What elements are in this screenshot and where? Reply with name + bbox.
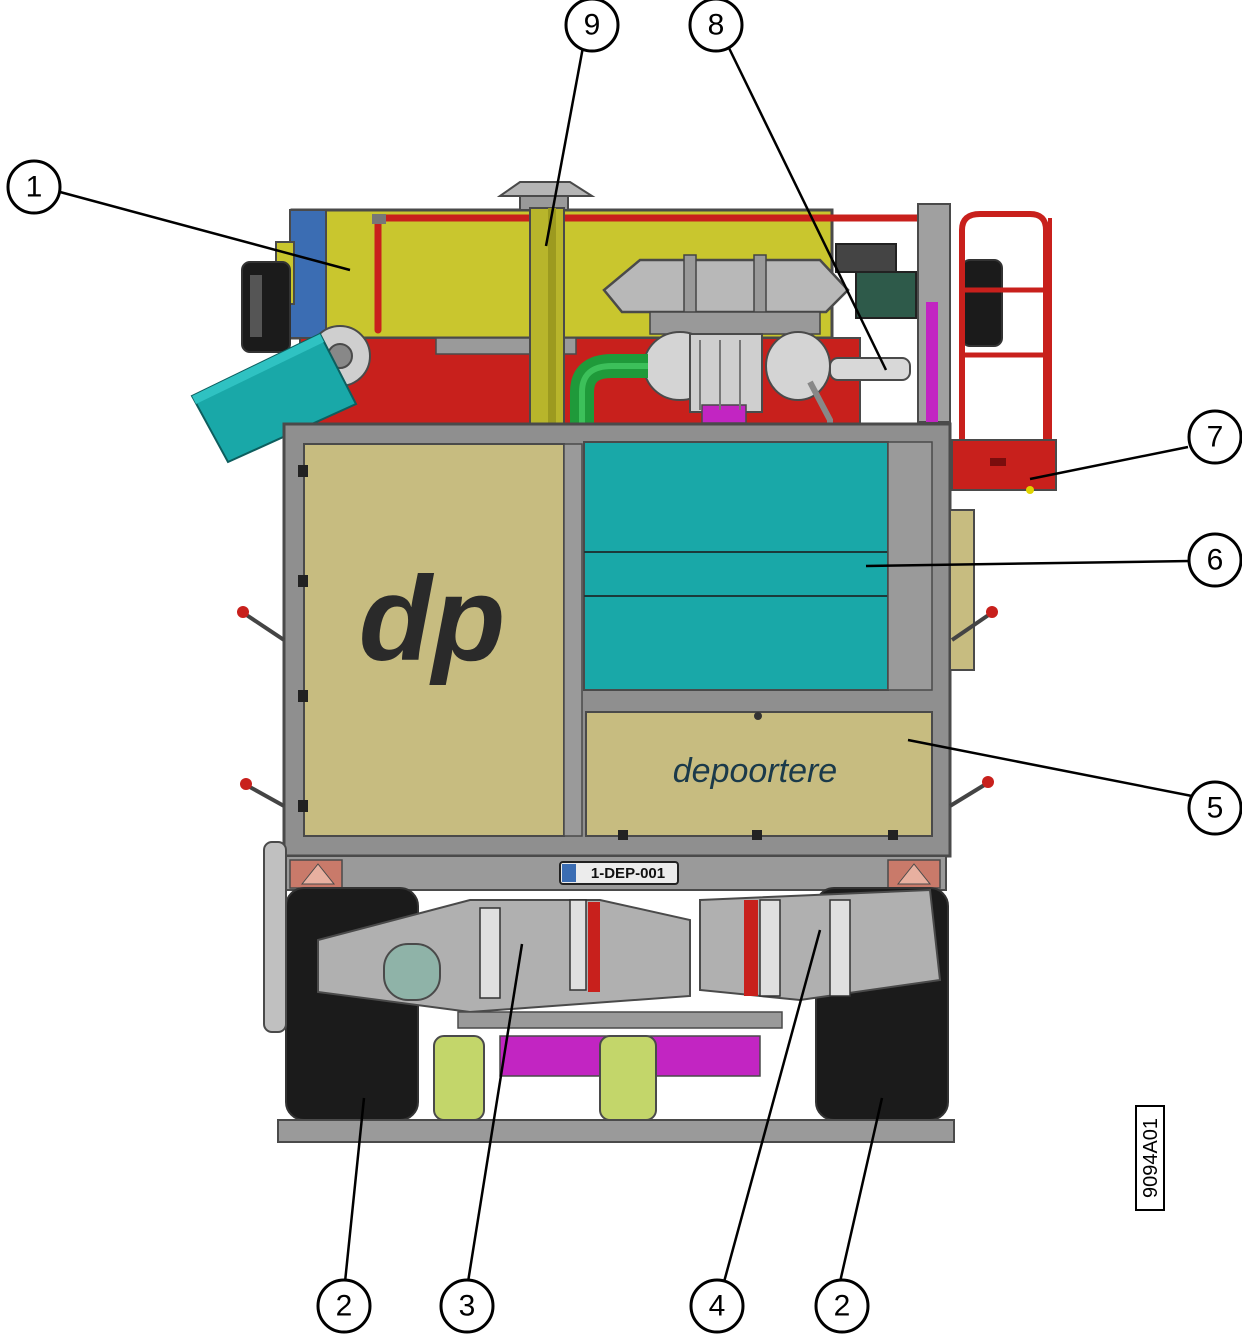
- leader-lines: [59, 45, 1193, 1283]
- filter-housing: [602, 254, 850, 335]
- callout-4: 4: [689, 1278, 745, 1334]
- callout-5: 5: [1187, 780, 1242, 836]
- callout-6: 6: [1187, 532, 1242, 588]
- side-nozzle: [190, 325, 371, 464]
- exhaust-pipe: [496, 181, 596, 427]
- green-hose: [570, 354, 648, 424]
- rear-body: [282, 422, 975, 858]
- leader-1: [59, 190, 351, 272]
- svg-text:3: 3: [459, 1290, 476, 1323]
- callout-8: 8: [688, 0, 744, 53]
- svg-text:2: 2: [336, 1290, 353, 1323]
- svg-text:9: 9: [584, 9, 601, 42]
- handrail: [372, 214, 950, 334]
- right-side-unit: [961, 259, 1003, 347]
- leader-4: [722, 929, 822, 1283]
- leader-5: [907, 738, 1193, 798]
- callout-2-left: 2: [316, 1278, 372, 1334]
- leader-2-left: [343, 1097, 366, 1283]
- svg-text:1: 1: [26, 171, 43, 204]
- leader-6: [865, 559, 1191, 568]
- svg-text:8: 8: [708, 9, 725, 42]
- license-plate: 1-DEP-001: [591, 865, 665, 882]
- callout-7: 7: [1187, 409, 1242, 465]
- left-side-unit: [241, 261, 291, 353]
- undercarriage: [263, 841, 955, 1143]
- leader-7: [1029, 445, 1189, 481]
- blower-fan: [643, 331, 911, 426]
- right-motor: [835, 203, 951, 423]
- leader-3: [466, 943, 524, 1283]
- reference-code: 9094A01: [1140, 1118, 1162, 1198]
- rear-bumper: [283, 855, 947, 891]
- dp-logo: dp: [359, 552, 506, 686]
- svg-text:7: 7: [1207, 421, 1224, 454]
- svg-text:2: 2: [834, 1290, 851, 1323]
- side-lamps: [237, 606, 998, 808]
- svg-text:4: 4: [709, 1290, 726, 1323]
- leader-9: [544, 46, 585, 247]
- access-ladder: [951, 211, 1057, 494]
- leader-8: [726, 45, 888, 371]
- reference-code-box: 9094A01: [1135, 1105, 1165, 1211]
- leader-2-right: [838, 1097, 884, 1283]
- svg-text:5: 5: [1207, 792, 1224, 825]
- callout-9: 9: [564, 0, 620, 53]
- svg-text:6: 6: [1207, 544, 1224, 577]
- depoortere-logo: depoortere: [673, 752, 837, 790]
- callout-2-right: 2: [814, 1278, 870, 1334]
- callout-3: 3: [439, 1278, 495, 1334]
- callout-1: 1: [6, 159, 62, 215]
